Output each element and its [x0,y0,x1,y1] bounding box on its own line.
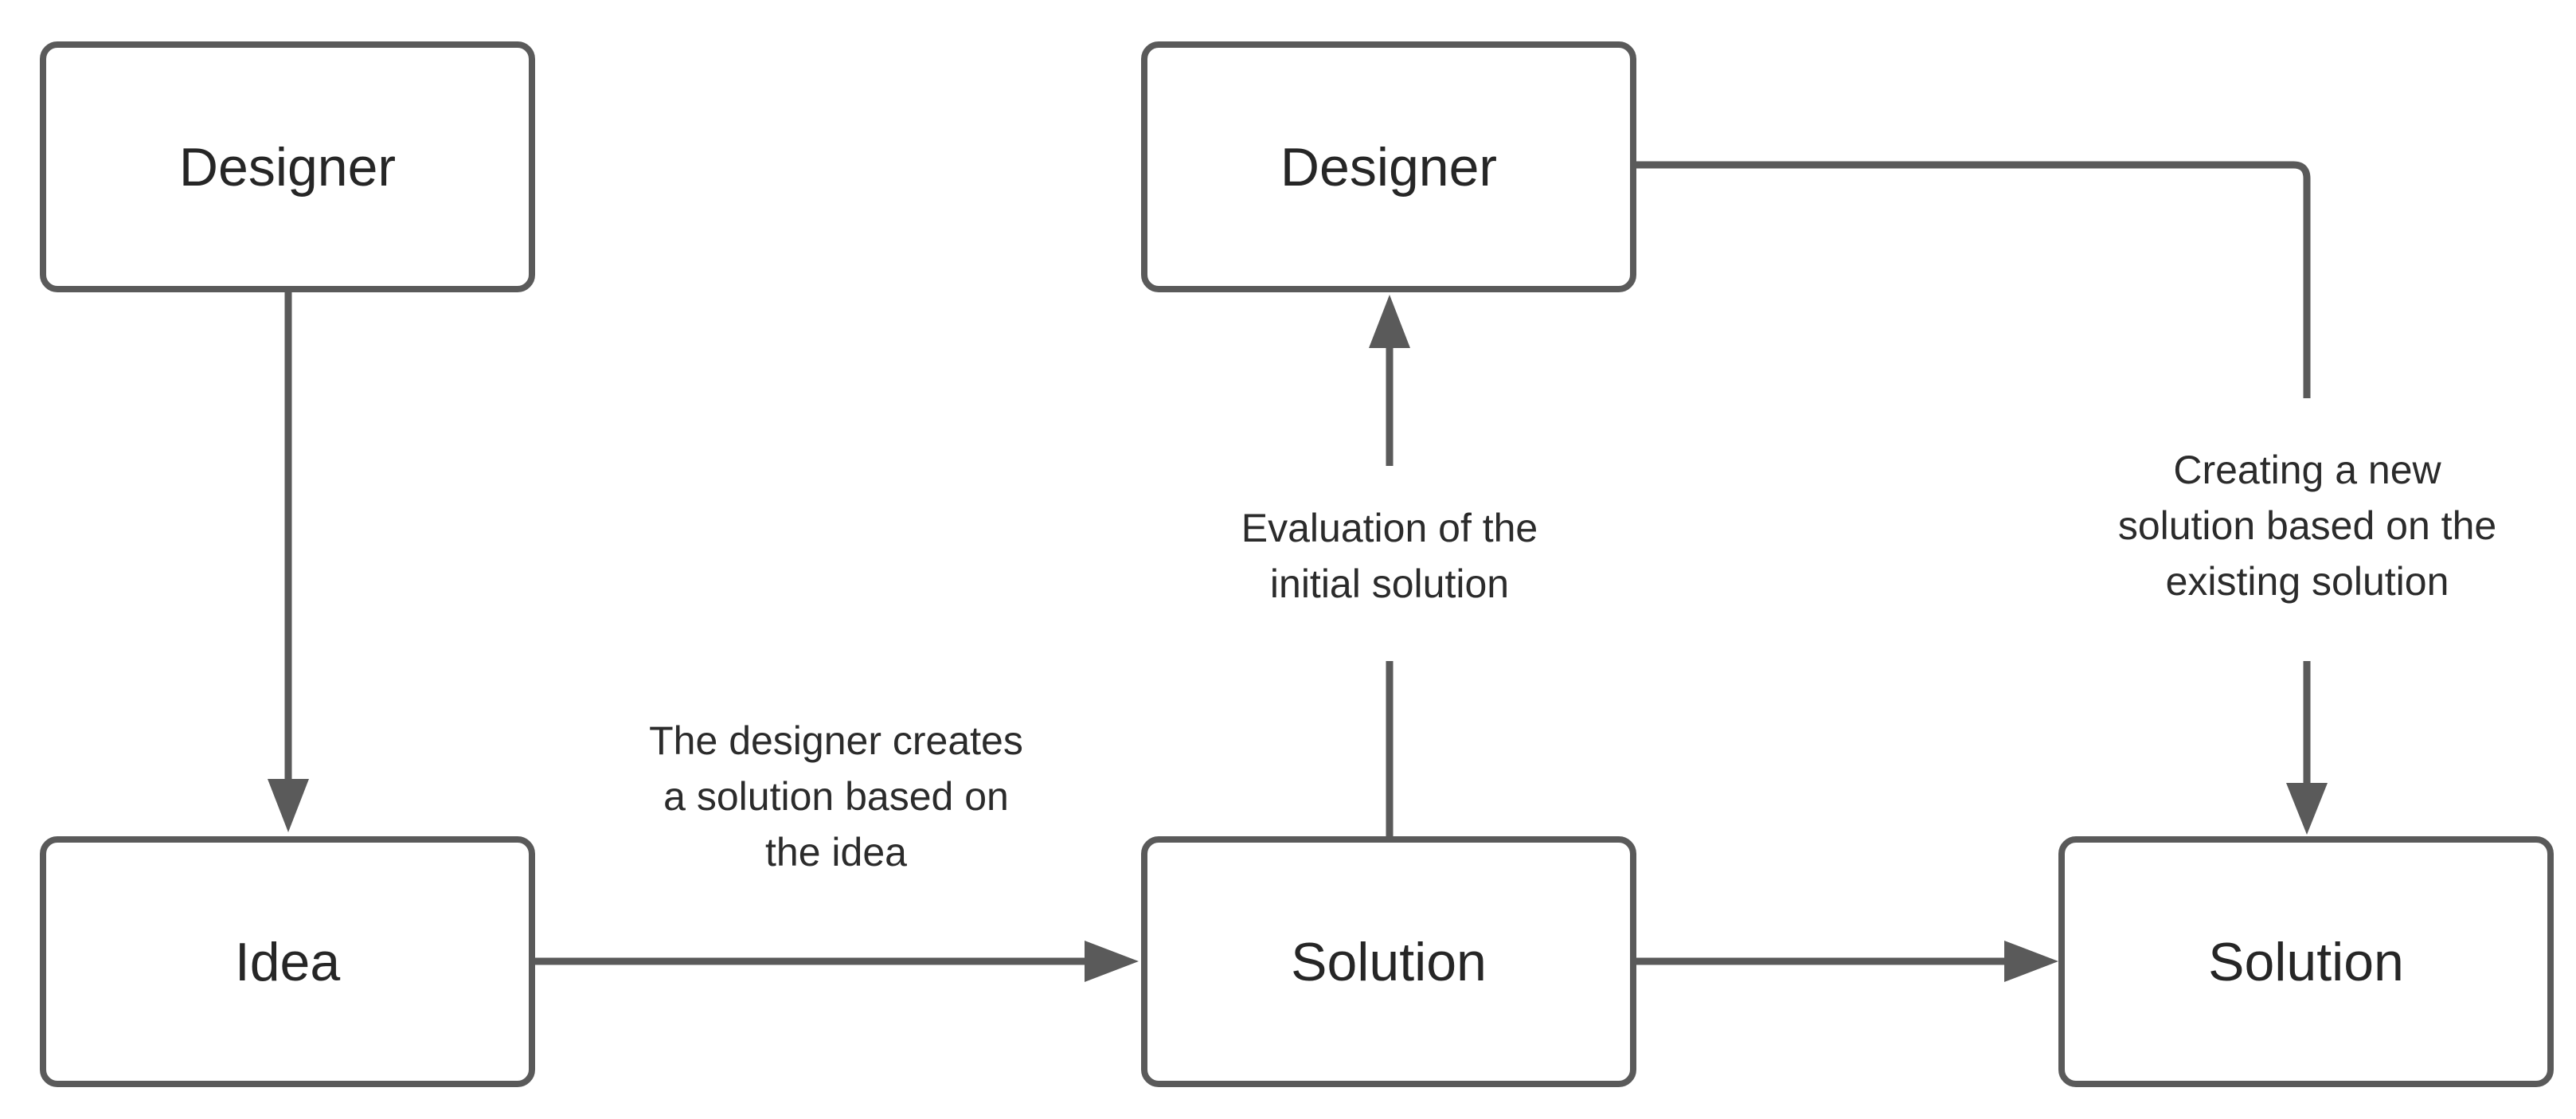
arrowhead-solution-to-solution [2004,941,2058,982]
edge-label-line: solution based on the [2117,503,2497,548]
arrowhead-evaluation [1369,295,1410,348]
node-label: Solution [1291,931,1487,992]
arrowhead-designer-to-idea [268,779,309,832]
node-designer-left: Designer [40,41,535,292]
node-idea: Idea [40,836,535,1087]
edge-label-new-solution: Creating a new solution based on the exi… [2023,442,2576,609]
edge-label-line: the idea [765,830,907,874]
edge-label-evaluation: Evaluation of the initial solution [1147,500,1632,612]
node-label: Designer [1280,136,1498,198]
node-designer-mid: Designer [1141,41,1636,292]
node-solution-right: Solution [2058,836,2554,1087]
edge-new-solution-upper [1632,161,2311,398]
node-label: Designer [178,136,397,198]
edge-label-idea-to-solution: The designer creates a solution based on… [557,713,1115,880]
edge-label-line: existing solution [2165,559,2449,604]
edge-label-line: Evaluation of the [1241,506,1538,550]
node-label: Solution [2208,931,2404,992]
edge-label-line: Creating a new [2173,448,2441,492]
edge-label-line: initial solution [1269,561,1510,606]
edge-label-line: The designer creates [649,718,1023,763]
arrowhead-idea-to-solution [1085,941,1139,982]
arrowhead-new-solution [2286,783,2328,835]
node-solution-mid: Solution [1141,836,1636,1087]
node-label: Idea [234,931,341,992]
edge-label-line: a solution based on [663,774,1009,819]
